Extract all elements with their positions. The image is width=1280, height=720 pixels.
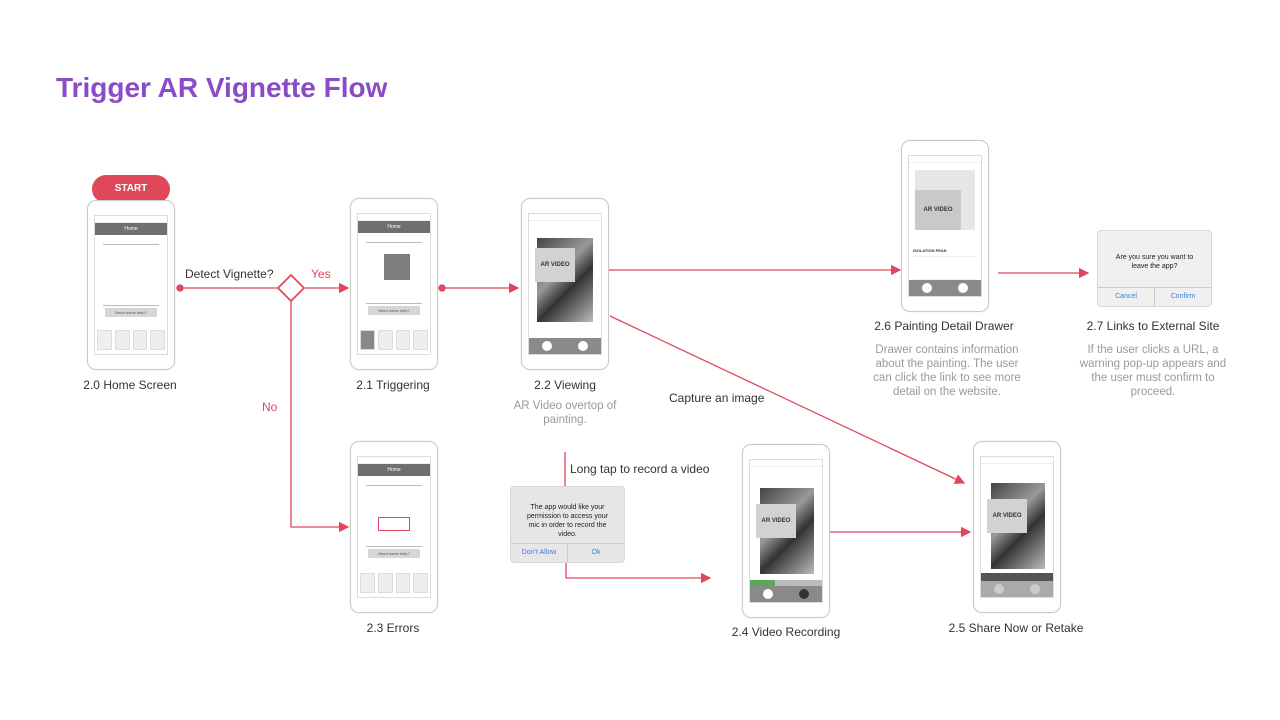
ar-video-card: AR VIDEO bbox=[756, 504, 796, 538]
label-external-site: 2.7 Links to External Site bbox=[1086, 319, 1220, 333]
label-errors: 2.3 Errors bbox=[366, 621, 420, 635]
cancel-button[interactable]: Cancel bbox=[1115, 293, 1137, 300]
camera-toolbar bbox=[909, 280, 981, 296]
yes-label: Yes bbox=[311, 267, 331, 281]
painting-title: ISOLATION PEAK bbox=[913, 248, 947, 253]
label-share-retake: 2.5 Share Now or Retake bbox=[948, 621, 1084, 635]
phone-viewing: AR VIDEO bbox=[521, 198, 609, 370]
connector-longtap bbox=[565, 560, 712, 584]
ar-video-card: AR VIDEO bbox=[535, 248, 575, 282]
dialog-mic-message: The app would like your permission to ac… bbox=[527, 504, 608, 538]
camera-toolbar bbox=[529, 338, 601, 354]
detected-painting bbox=[384, 254, 410, 280]
dont-allow-button[interactable]: Don't Allow bbox=[521, 549, 557, 556]
confirm-button[interactable]: Confirm bbox=[1154, 288, 1211, 306]
ar-video-card: AR VIDEO bbox=[915, 190, 961, 230]
label-viewing: 2.2 Viewing bbox=[534, 378, 596, 392]
painting-details bbox=[913, 256, 977, 280]
viewfinder bbox=[103, 244, 159, 306]
viewfinder bbox=[366, 242, 422, 304]
label-video-recording: 2.4 Video Recording bbox=[731, 625, 841, 639]
connector-capture bbox=[609, 315, 966, 484]
desc-viewing: AR Video overtop of painting. bbox=[513, 400, 617, 426]
connector-no bbox=[290, 301, 350, 533]
connector-dot bbox=[176, 284, 184, 292]
help-bar: Need some help? bbox=[368, 549, 420, 558]
phone-painting-detail: AR VIDEO ISOLATION PEAK bbox=[901, 140, 989, 312]
viewfinder bbox=[366, 485, 422, 547]
page-title: Trigger AR Vignette Flow bbox=[56, 72, 388, 103]
dialog-leave-app: Are you sure you want to leave the app? … bbox=[1097, 230, 1212, 307]
thumbnail-strip bbox=[360, 573, 428, 593]
help-bar: Need some help? bbox=[368, 306, 420, 315]
ok-button[interactable]: Ok bbox=[567, 544, 624, 562]
long-tap-label: Long tap to record a video bbox=[570, 462, 710, 476]
camera-toolbar bbox=[981, 581, 1053, 597]
error-message-box bbox=[378, 517, 410, 531]
label-painting-detail: 2.6 Painting Detail Drawer bbox=[874, 319, 1014, 333]
share-retake-bar bbox=[981, 573, 1053, 581]
decision-diamond bbox=[276, 273, 306, 303]
label-home-screen: 2.0 Home Screen bbox=[83, 378, 177, 392]
nav-title: Home bbox=[95, 223, 167, 235]
recording-progress bbox=[750, 580, 822, 586]
dialog-mic-permission: The app would like your permission to ac… bbox=[510, 486, 625, 563]
decision-label: Detect Vignette? bbox=[185, 267, 274, 281]
phone-share-retake: AR VIDEO bbox=[973, 441, 1061, 613]
label-triggering: 2.1 Triggering bbox=[356, 378, 430, 392]
camera-toolbar bbox=[750, 586, 822, 602]
dialog-leave-message: Are you sure you want to leave the app? bbox=[1115, 254, 1194, 270]
thumbnail-strip bbox=[360, 330, 428, 350]
phone-home-screen: Home Need some help? bbox=[87, 200, 175, 370]
no-label: No bbox=[262, 400, 278, 414]
phone-triggering: Home Need some help? bbox=[350, 198, 438, 370]
phone-errors: Home Need some help? bbox=[350, 441, 438, 613]
phone-video-recording: AR VIDEO bbox=[742, 444, 830, 618]
thumbnail-strip bbox=[97, 330, 165, 350]
nav-title: Home bbox=[358, 464, 430, 476]
help-bar: Need some help? bbox=[105, 308, 157, 317]
desc-painting-detail: Drawer contains information about the pa… bbox=[873, 344, 1021, 398]
capture-label: Capture an image bbox=[669, 391, 765, 405]
ar-video-card: AR VIDEO bbox=[987, 499, 1027, 533]
start-button: START bbox=[92, 175, 170, 203]
desc-external-site: If the user clicks a URL, a warning pop-… bbox=[1079, 344, 1227, 398]
nav-title: Home bbox=[358, 221, 430, 233]
